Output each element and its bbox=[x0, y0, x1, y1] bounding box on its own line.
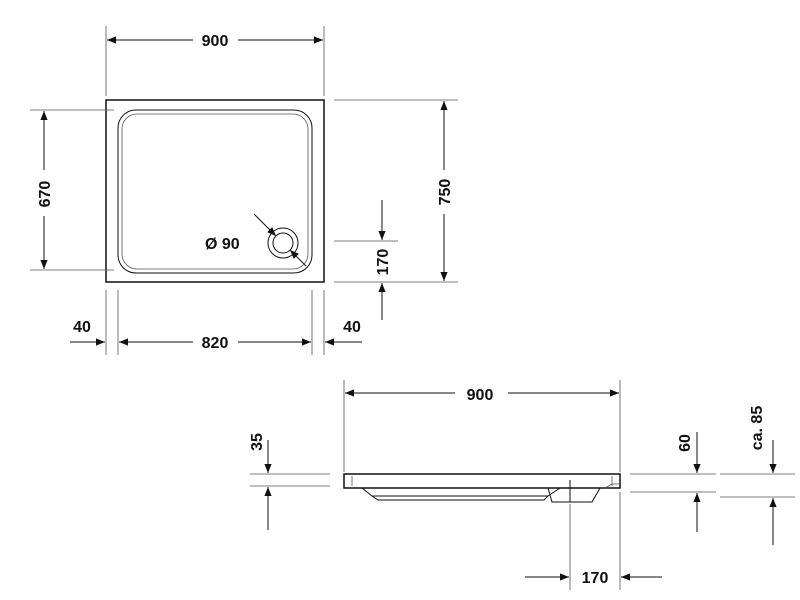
tray-outline bbox=[105, 99, 325, 283]
drain-icon bbox=[253, 213, 307, 267]
dim-drain-offset-plan: 170 bbox=[334, 200, 398, 320]
tray-section bbox=[343, 473, 621, 503]
basin-inner-edge bbox=[121, 113, 309, 270]
svg-text:900: 900 bbox=[202, 33, 229, 50]
svg-text:35: 35 bbox=[249, 433, 266, 451]
dim-width-overall: 900 bbox=[105, 26, 325, 96]
dim-drain-offset-section: 170 bbox=[525, 492, 662, 590]
drain-diameter-label: Ø 90 bbox=[205, 236, 240, 253]
dim-height-approx: ca. 85 bbox=[720, 406, 795, 545]
basin-outline bbox=[117, 109, 313, 274]
svg-text:170: 170 bbox=[582, 570, 609, 587]
dim-depth-overall: 750 bbox=[334, 99, 458, 283]
dim-section-width: 900 bbox=[343, 380, 621, 472]
svg-text:60: 60 bbox=[677, 434, 694, 452]
plan-view: Ø 90 900 670 750 bbox=[30, 26, 458, 355]
dim-rim-right: 40 bbox=[343, 319, 361, 336]
svg-text:900: 900 bbox=[467, 387, 494, 404]
svg-text:670: 670 bbox=[37, 181, 54, 208]
dim-rim-thickness: 35 bbox=[249, 433, 330, 530]
svg-text:ca. 85: ca. 85 bbox=[749, 406, 766, 451]
dim-bottom-chain: 40 820 40 bbox=[70, 290, 362, 355]
dim-inner-width: 820 bbox=[202, 335, 229, 352]
section-view: 900 35 60 ca. 85 bbox=[249, 380, 795, 590]
dim-rim-left: 40 bbox=[73, 319, 91, 336]
svg-text:750: 750 bbox=[437, 179, 454, 206]
svg-text:170: 170 bbox=[375, 249, 392, 276]
dim-depth-inner: 670 bbox=[30, 109, 114, 271]
dim-height: 60 bbox=[630, 432, 716, 532]
